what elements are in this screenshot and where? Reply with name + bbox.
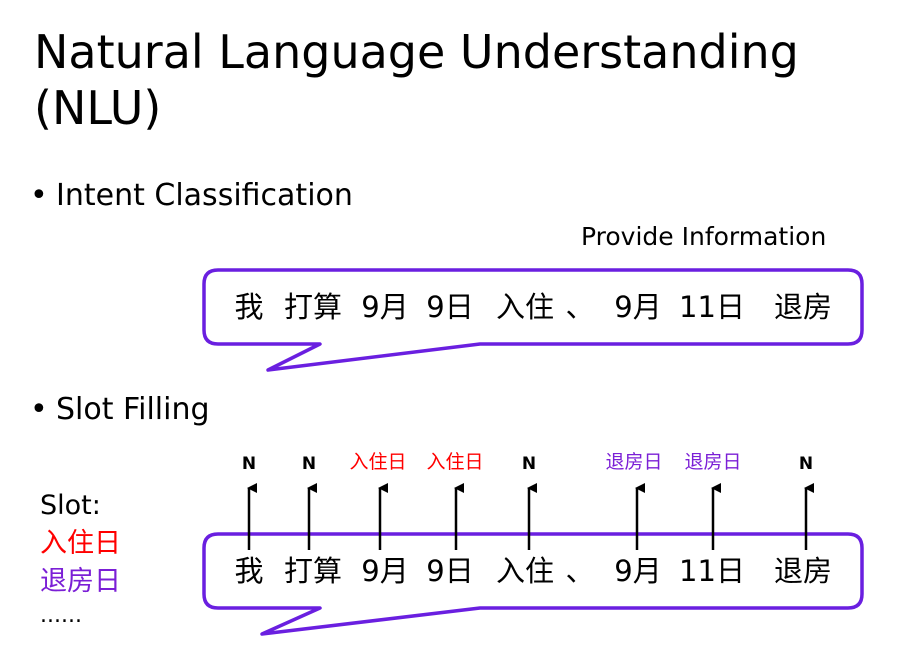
intent-sentence: 我 打算 9月 9日 入住 、 9月 11日 退房: [0, 290, 897, 324]
token: 退房: [773, 554, 833, 588]
slot-item-checkout: 退房日: [40, 566, 121, 597]
token: 我: [234, 554, 264, 588]
slide-title: Natural Language Understanding (NLU): [34, 25, 799, 135]
token: 9月: [614, 290, 662, 324]
bullet-dot: •: [30, 178, 48, 213]
token: 11日: [679, 554, 745, 588]
token: 9月: [361, 290, 409, 324]
token: 退房: [773, 290, 833, 324]
slot-tag: N: [521, 454, 537, 474]
slot-tag-checkin: 入住日: [349, 451, 407, 473]
token: 9月: [361, 554, 409, 588]
token: 9日: [426, 554, 474, 588]
slot-heading: Slot:: [40, 490, 101, 521]
slot-legend: Slot: 入住日 退房日 ......: [40, 487, 121, 631]
slot-arrows: [247, 483, 814, 550]
token: 入住: [495, 290, 555, 324]
slot-tag: N: [241, 454, 257, 474]
bullet-slot-filling: •Slot Filling: [30, 392, 210, 428]
bullet-intent-text: Intent Classification: [56, 178, 353, 213]
slot-tag: N: [798, 454, 814, 474]
slot-more: ......: [40, 603, 82, 628]
slot-tag-checkout: 退房日: [605, 451, 663, 473]
slot-item-checkin: 入住日: [40, 528, 121, 559]
token: 入住: [495, 554, 555, 588]
intent-label: Provide Information: [581, 222, 827, 251]
speech-bubble-slot: [202, 532, 864, 636]
token: 9日: [426, 290, 474, 324]
token: 9月: [614, 554, 662, 588]
slot-tag: N: [301, 454, 317, 474]
slot-tag-checkin: 入住日: [426, 451, 484, 473]
token: 打算: [283, 554, 343, 588]
token: 11日: [679, 290, 745, 324]
slot-sentence: 我 打算 9月 9日 入住 、 9月 11日 退房: [0, 554, 897, 588]
slot-tag-checkout: 退房日: [684, 451, 742, 473]
bullet-intent-classification: •Intent Classification: [30, 178, 353, 214]
bullet-dot: •: [30, 392, 48, 427]
bullet-slot-text: Slot Filling: [56, 392, 210, 427]
speech-bubble-intent: [202, 268, 864, 372]
token: 打算: [283, 290, 343, 324]
token: 、: [565, 554, 595, 588]
token: 我: [234, 290, 264, 324]
token: 、: [565, 290, 595, 324]
